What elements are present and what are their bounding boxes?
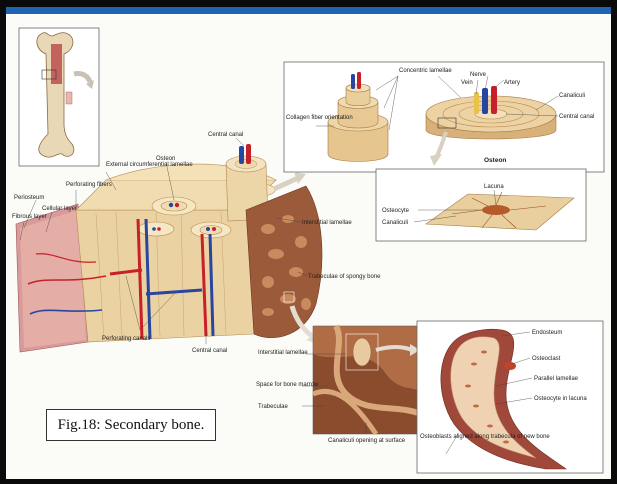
label-trabeculae-spongy-bone: Trabeculae of spongy bone — [308, 274, 381, 280]
label-concentric-lamellae: Concentric lamellae — [399, 68, 452, 74]
label-canaliculi-opening: Canaliculi opening at surface — [328, 438, 406, 444]
top-accent-bar — [6, 7, 611, 14]
figure-caption: Fig.18: Secondary bone. — [58, 417, 205, 434]
label-osteoclast: Osteoclast — [532, 356, 561, 362]
label-osteoblasts-aligned: Osteoblasts aligned along trabecula of n… — [420, 434, 550, 440]
label-fibrous-layer: Fibrous layer — [12, 214, 47, 220]
label-external-circumferential-lamellae: External circumferential lamellae — [106, 162, 193, 168]
label-cellular-layer: Cellular layer — [42, 206, 77, 212]
label-interstitial-lamellae-mid: Interstitial lamellae — [302, 220, 352, 226]
label-osteocyte: Osteocyte — [382, 208, 410, 214]
figure-caption-box: Fig.18: Secondary bone. — [46, 409, 216, 441]
label-osteocyte-in-lacuna: Osteocyte in lacuna — [534, 396, 587, 402]
label-trabeculae: Trabeculae — [258, 404, 288, 410]
label-parallel-lamellae: Parallel lamellae — [534, 376, 579, 382]
label-central-canal-bottom: Central canal — [192, 348, 227, 354]
label-interstitial-lamellae-bottom: Interstitial lamellae — [258, 350, 308, 356]
label-osteon-bold: Osteon — [484, 157, 506, 164]
label-perforating-canals: Perforating canals — [102, 336, 150, 342]
slide-canvas: Concentric lamellae Collagen fiber orien… — [6, 14, 611, 479]
trabecula-closeup — [302, 326, 421, 434]
label-lacuna: Lacuna — [484, 184, 504, 190]
label-nerve: Nerve — [470, 72, 487, 78]
long-bone-inset — [19, 28, 99, 166]
label-collagen-fiber-orientation: Collagen fiber orientation — [286, 115, 353, 121]
lacuna-detail-panel — [376, 169, 586, 241]
label-central-canal-top: Central canal — [208, 132, 243, 138]
label-endosteum: Endosteum — [532, 330, 562, 336]
label-central-canal-right: Central canal — [559, 114, 594, 120]
label-periosteum: Periosteum — [14, 195, 44, 201]
label-canaliculi-mid: Canaliculi — [382, 220, 408, 226]
compact-bone-block — [16, 144, 276, 352]
label-canaliculi-top: Canaliculi — [559, 93, 585, 99]
label-vein: Vein — [461, 80, 473, 86]
label-artery: Artery — [504, 80, 520, 86]
label-space-for-bone-marrow: Space for bone marrow — [256, 382, 319, 388]
spongy-bone — [246, 186, 322, 344]
label-perforating-fibers: Perforating fibers — [66, 182, 112, 188]
